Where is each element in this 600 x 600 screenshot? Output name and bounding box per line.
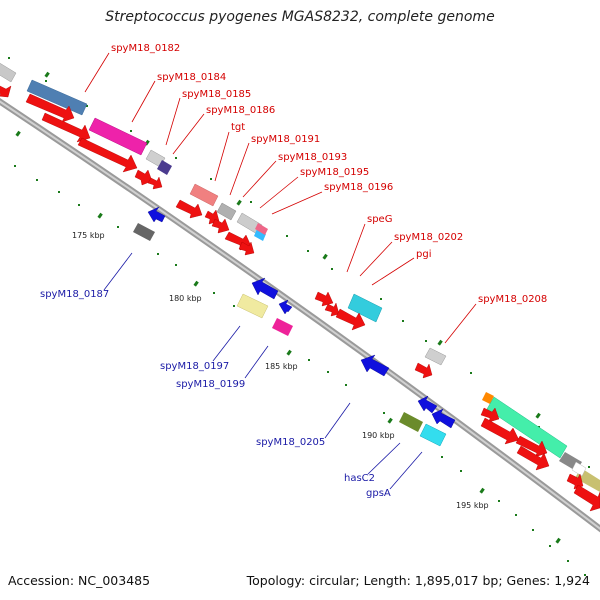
label-tgt: tgt [231,122,245,133]
label-spe-g: speG [367,214,392,225]
label-spym18-0195: spyM18_0195 [300,167,369,178]
scale-label-185: 185 kbp [265,362,298,371]
label-spym18-0182: spyM18_0182 [111,43,180,54]
label-spym18-0208: spyM18_0208 [478,294,547,305]
forward-cds-arrows [0,85,600,512]
genome-summary-text: Topology: circular; Length: 1,895,017 bp… [246,573,590,588]
tick-marks [8,57,590,576]
label-has-c2: hasC2 [344,473,375,484]
scale-label-195: 195 kbp [456,501,489,510]
reverse-cds-arrows [147,206,456,429]
feature-ring [0,62,600,492]
label-spym18-0191: spyM18_0191 [251,134,320,145]
label-spym18-0205: spyM18_0205 [256,437,325,448]
label-spym18-0186: spyM18_0186 [206,105,275,116]
scale-label-175: 175 kbp [72,231,105,240]
genome-backbone [0,98,600,533]
label-spym18-0202: spyM18_0202 [394,232,463,243]
label-gps-a: gpsA [366,488,391,499]
label-spym18-0196: spyM18_0196 [324,182,393,193]
label-spym18-0185: spyM18_0185 [182,89,251,100]
scale-label-190: 190 kbp [362,431,395,440]
scale-labels: 175 kbp 180 kbp 185 kbp 190 kbp 195 kbp [72,231,489,510]
label-spym18-0197: spyM18_0197 [160,361,229,372]
label-spym18-0187: spyM18_0187 [40,289,109,300]
label-spym18-0184: spyM18_0184 [157,72,226,83]
accession-text: Accession: NC_003485 [8,573,151,588]
map-title: Streptococcus pyogenes MGAS8232, complet… [105,9,495,25]
forward-gene-labels: spyM18_0182 spyM18_0184 spyM18_0185 spyM… [84,43,547,344]
label-spym18-0193: spyM18_0193 [278,152,347,163]
scale-label-180: 180 kbp [169,294,202,303]
label-pgi: pgi [416,249,431,260]
label-spym18-0199: spyM18_0199 [176,379,245,390]
reverse-gene-labels: spyM18_0187 spyM18_0197 spyM18_0199 spyM… [40,252,423,499]
